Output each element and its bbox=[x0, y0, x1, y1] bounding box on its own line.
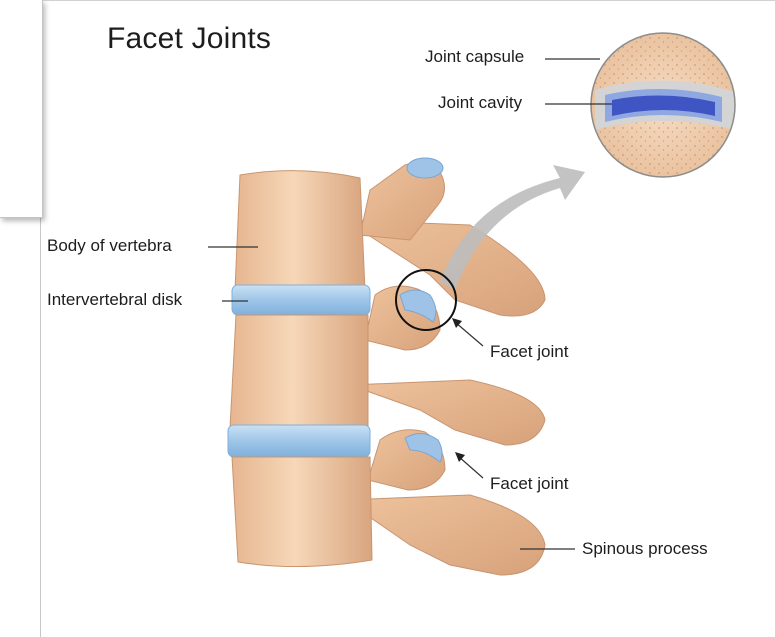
label-joint-cavity: Joint cavity bbox=[438, 93, 522, 113]
label-body-of-vertebra: Body of vertebra bbox=[47, 236, 172, 256]
label-facet-joint-upper: Facet joint bbox=[490, 342, 568, 362]
vertebral-column bbox=[228, 171, 372, 567]
label-spinous-process: Spinous process bbox=[582, 539, 708, 559]
intervertebral-disk-upper bbox=[232, 285, 370, 315]
label-facet-joint-lower: Facet joint bbox=[490, 474, 568, 494]
articular-processes bbox=[360, 158, 445, 490]
intervertebral-disk-lower bbox=[228, 425, 370, 457]
overlay-card bbox=[0, 0, 43, 218]
joint-magnified-inset bbox=[590, 30, 740, 180]
label-intervertebral-disk: Intervertebral disk bbox=[47, 290, 182, 310]
diagram-title: Facet Joints bbox=[107, 22, 271, 56]
label-joint-capsule: Joint capsule bbox=[425, 47, 524, 67]
